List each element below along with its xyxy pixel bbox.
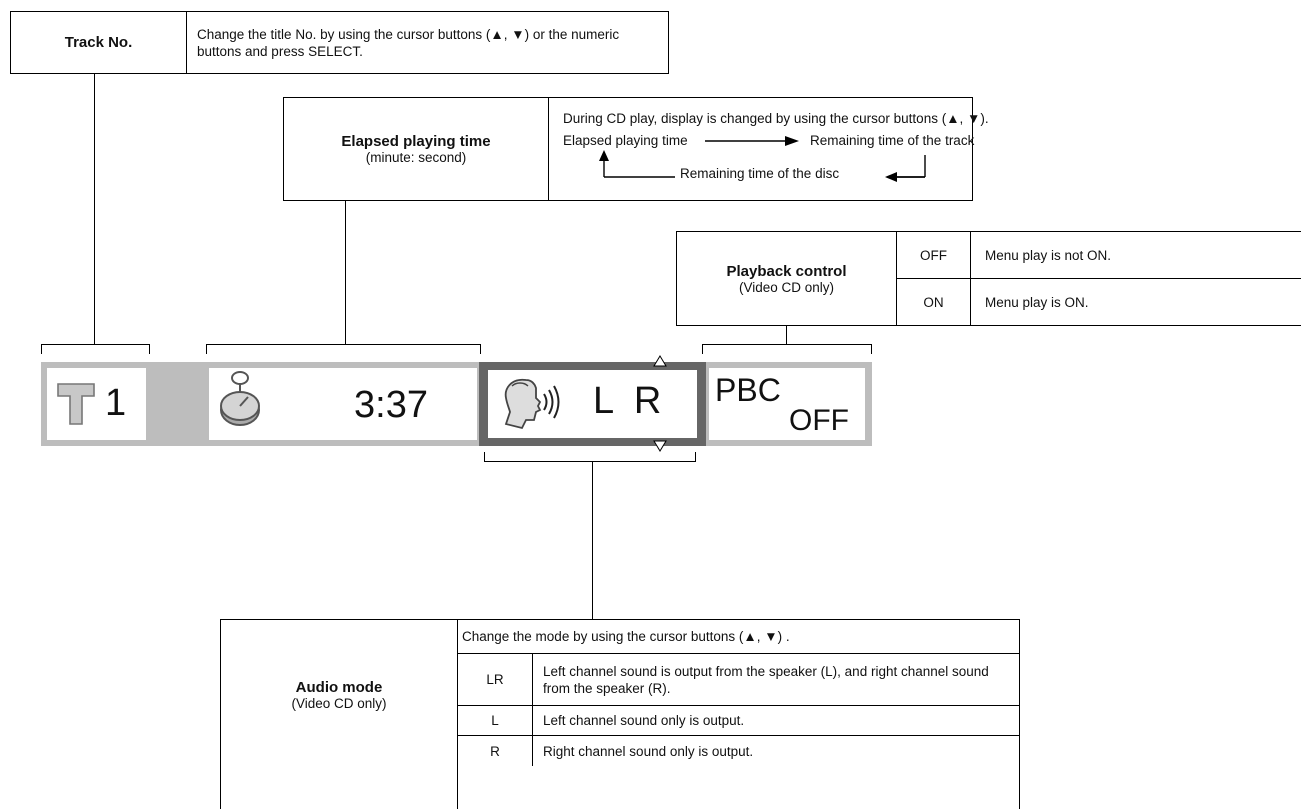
audio-row-l-code: L bbox=[458, 706, 533, 736]
audio-r-text: Right channel sound only is output. bbox=[543, 743, 754, 759]
audio-bracket bbox=[484, 452, 696, 462]
audio-l-text: Left channel sound only is output. bbox=[543, 713, 745, 728]
pbc-title-cell: Playback control (Video CD only) bbox=[677, 232, 897, 325]
audio-connector bbox=[592, 462, 593, 619]
audio-row-r-text: Right channel sound only is output. bbox=[533, 736, 1020, 766]
osd-pbc-state: OFF bbox=[789, 404, 849, 437]
osd-track-value: 1 bbox=[105, 382, 127, 424]
elapsed-callout: Elapsed playing time (minute: second) Du… bbox=[283, 97, 989, 201]
audio-r-code: R bbox=[490, 743, 500, 759]
track-title: Track No. bbox=[64, 34, 133, 51]
cycle-arrows bbox=[599, 136, 926, 182]
elapsed-subtitle: (minute: second) bbox=[365, 150, 467, 165]
pbc-connector bbox=[786, 326, 787, 344]
osd-bar: 1 3:37 L R PBC OFF bbox=[41, 355, 872, 452]
pbc-bracket bbox=[702, 344, 872, 354]
track-title-cell: Track No. bbox=[11, 12, 187, 73]
osd-audio-value: L R bbox=[593, 380, 662, 422]
audio-header-cell: Change the mode by using the cursor butt… bbox=[458, 620, 1020, 654]
track-connector bbox=[94, 74, 95, 344]
title-t-icon bbox=[57, 383, 95, 425]
track-description-cell: Change the title No. by using the cursor… bbox=[187, 12, 667, 73]
elapsed-description-cell: During CD play, display is changed by us… bbox=[549, 98, 989, 200]
audio-callout: Audio mode (Video CD only) Change the mo… bbox=[220, 619, 1020, 809]
pbc-on-text: Menu play is ON. bbox=[985, 294, 1089, 310]
audio-lr-code: LR bbox=[486, 672, 504, 687]
audio-lr-text: Left channel sound is output from the sp… bbox=[543, 663, 989, 696]
track-callout: Track No. Change the title No. by using … bbox=[10, 11, 669, 74]
osd-time-value: 3:37 bbox=[354, 384, 428, 426]
audio-row-r-code: R bbox=[458, 736, 533, 766]
elapsed-description: During CD play, display is changed by us… bbox=[563, 111, 989, 126]
osd-track-panel: 1 bbox=[47, 368, 146, 440]
pbc-callout: Playback control (Video CD only) OFF Men… bbox=[676, 231, 1301, 326]
pbc-subtitle: (Video CD only) bbox=[738, 279, 835, 295]
audio-row-lr-code: LR bbox=[458, 654, 533, 706]
speaking-head-icon bbox=[504, 378, 560, 430]
pbc-off-text: Menu play is not ON. bbox=[985, 247, 1112, 263]
osd-pbc-label: PBC bbox=[715, 372, 781, 408]
pbc-on-code: ON bbox=[923, 294, 944, 310]
pbc-row-on-text: Menu play is ON. bbox=[971, 279, 1301, 325]
audio-row-lr-text: Left channel sound is output from the sp… bbox=[533, 654, 1020, 706]
elapsed-title-cell: Elapsed playing time (minute: second) bbox=[284, 98, 549, 200]
pbc-row-off-code: OFF bbox=[897, 232, 971, 279]
audio-row-l-text: Left channel sound only is output. bbox=[533, 706, 1020, 736]
audio-subtitle: (Video CD only) bbox=[291, 695, 387, 711]
pbc-row-off-text: Menu play is not ON. bbox=[971, 232, 1301, 279]
stopwatch-icon bbox=[220, 371, 260, 426]
cycle-item-remaining-track: Remaining time of the track bbox=[810, 133, 975, 148]
elapsed-bracket bbox=[206, 344, 481, 354]
audio-up-arrow-icon bbox=[653, 355, 667, 367]
audio-title: Audio mode bbox=[295, 678, 383, 696]
pbc-off-code: OFF bbox=[920, 247, 947, 263]
audio-l-code: L bbox=[491, 713, 499, 728]
osd-pbc-panel: PBC OFF bbox=[709, 368, 865, 440]
osd-audio-panel: L R bbox=[479, 362, 706, 446]
track-bracket bbox=[41, 344, 150, 354]
audio-down-arrow-icon bbox=[653, 440, 667, 452]
elapsed-title: Elapsed playing time bbox=[341, 133, 491, 150]
pbc-row-on-code: ON bbox=[897, 279, 971, 325]
elapsed-connector bbox=[345, 201, 346, 344]
audio-title-cell: Audio mode (Video CD only) bbox=[221, 620, 458, 809]
cycle-item-remaining-disc: Remaining time of the disc bbox=[680, 166, 840, 181]
cycle-item-elapsed: Elapsed playing time bbox=[563, 133, 688, 148]
osd-time-panel: 3:37 bbox=[209, 368, 477, 440]
pbc-title: Playback control bbox=[726, 262, 847, 280]
osd-audio-inner: L R bbox=[488, 370, 697, 438]
audio-header: Change the mode by using the cursor butt… bbox=[462, 629, 790, 644]
track-description: Change the title No. by using the cursor… bbox=[197, 26, 620, 59]
